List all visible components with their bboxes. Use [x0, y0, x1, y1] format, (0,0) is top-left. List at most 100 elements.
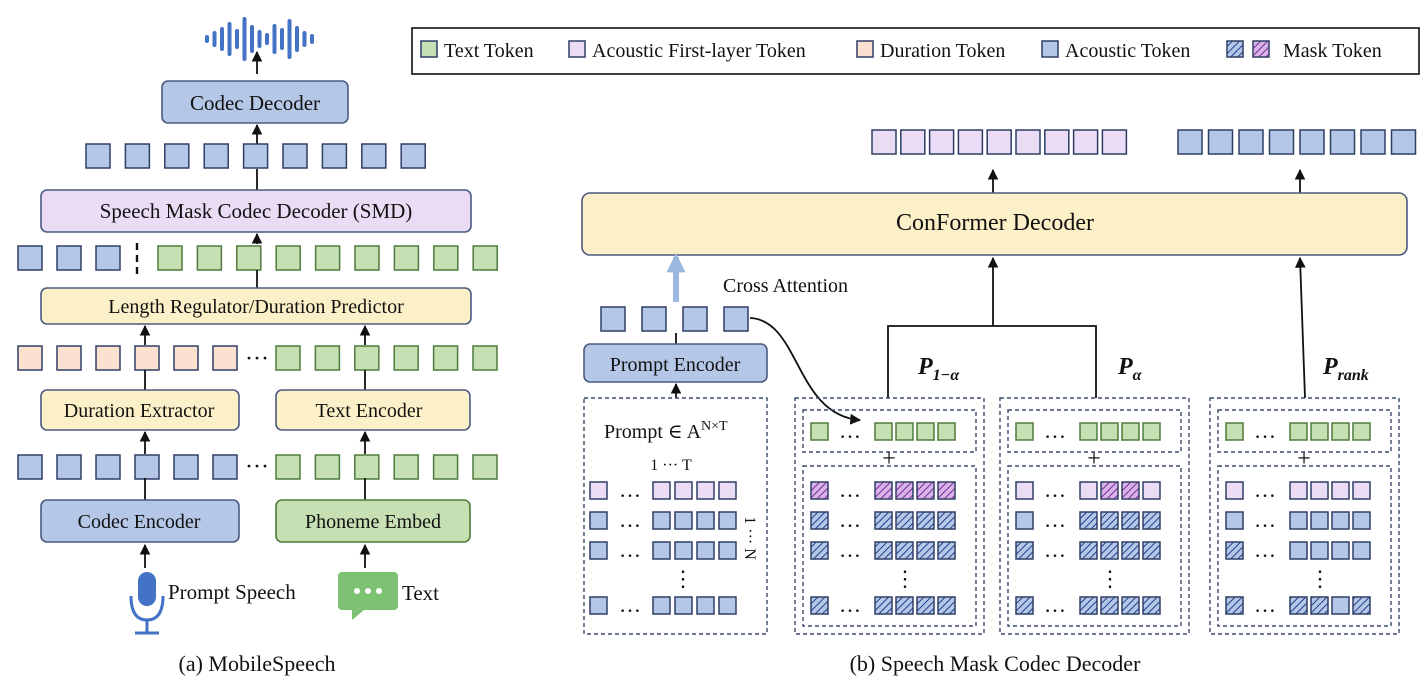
first-token — [589, 481, 608, 500]
ac-token — [652, 541, 671, 560]
maskp-token — [810, 481, 829, 500]
wave-bar — [280, 28, 284, 50]
mask-token — [810, 596, 829, 615]
codec-encoder-label: Codec Encoder — [78, 511, 201, 533]
codec-decoder-label: Codec Decoder — [190, 91, 320, 115]
row-ellipsis: … — [1254, 537, 1276, 562]
first-token — [696, 481, 715, 500]
maskp-token — [874, 481, 893, 500]
legend-swatch-mask-blue — [1226, 40, 1244, 58]
ac-token — [641, 306, 667, 332]
microphone-icon — [129, 572, 165, 635]
ac-token — [652, 511, 671, 530]
ac-token — [718, 511, 737, 530]
conformer-decoder-block — [581, 192, 1408, 256]
ac-token — [212, 454, 238, 480]
text-token — [275, 245, 301, 271]
text-token — [432, 454, 459, 480]
ac-token — [95, 454, 121, 480]
legend-swatch-duration — [856, 40, 874, 58]
panel-p-rank — [1209, 397, 1400, 635]
mask-token — [1079, 511, 1098, 530]
ac-token — [718, 596, 737, 615]
ac-token — [242, 143, 269, 169]
mask-token — [1100, 511, 1119, 530]
text-token — [937, 422, 956, 441]
maskp-token — [1121, 481, 1140, 500]
row-ellipsis: … — [619, 592, 641, 617]
legend-swatch-mask-purple — [1252, 40, 1270, 58]
ac-token — [1331, 511, 1350, 530]
ac-token — [173, 454, 199, 480]
ac-token — [321, 143, 348, 169]
prompt-token-matrix: …………⋮ — [589, 477, 737, 617]
cross-attention-label: Cross Attention — [723, 275, 848, 297]
ac-token — [1268, 129, 1295, 155]
ac-token — [674, 541, 693, 560]
first-token — [957, 129, 984, 155]
mask-token — [1015, 596, 1034, 615]
text-token — [314, 245, 341, 271]
mask-token — [895, 511, 914, 530]
caption-mobilespeech: (a) MobileSpeech — [179, 651, 336, 676]
length-regulator-label: Length Regulator/Duration Predictor — [108, 296, 404, 318]
wave-bar — [257, 30, 262, 48]
mask-token — [1121, 511, 1140, 530]
row-ellipsis: … — [1044, 507, 1066, 532]
text-token — [393, 345, 419, 371]
text-token — [1289, 422, 1308, 441]
dur-token — [134, 345, 160, 371]
ac-token — [696, 511, 715, 530]
mask-token — [1142, 541, 1161, 560]
wave-bar — [235, 29, 239, 49]
text-token — [275, 454, 301, 480]
ac-token — [589, 511, 608, 530]
row-ellipsis: … — [839, 592, 861, 617]
text-token — [1121, 422, 1140, 441]
row-ellipsis: … — [839, 477, 861, 502]
first-token — [1225, 481, 1244, 500]
legend-swatch-text — [420, 40, 438, 58]
p-rank-label: Prank — [1322, 354, 1369, 384]
ac-token — [1352, 511, 1371, 530]
ac-token — [56, 454, 82, 480]
text-token — [1331, 422, 1350, 441]
ac-token — [589, 541, 608, 560]
first-token — [928, 129, 955, 155]
mask-token — [895, 541, 914, 560]
text-token — [433, 245, 459, 271]
text-token — [472, 245, 498, 271]
first-token — [1331, 481, 1350, 500]
wave-bar — [295, 26, 299, 52]
ac-token — [1331, 541, 1350, 560]
ac-token — [1331, 596, 1350, 615]
mask-token — [916, 596, 935, 615]
row-ellipsis: … — [1254, 418, 1276, 443]
ac-token — [361, 143, 387, 169]
mask-token — [874, 511, 893, 530]
wave-bar — [212, 31, 217, 47]
ac-token — [56, 245, 82, 271]
text-input-label: Text — [402, 581, 439, 605]
ac-token — [282, 143, 308, 169]
prompt-encoder-block — [583, 343, 768, 383]
legend-swatch-acoustic — [1041, 40, 1059, 58]
first-token — [1310, 481, 1329, 500]
duration-extractor-label: Duration Extractor — [64, 400, 215, 422]
first-token — [1015, 129, 1041, 155]
first-token — [1101, 129, 1128, 155]
first-token — [900, 129, 926, 155]
dur-token — [56, 345, 82, 371]
dur-token — [212, 345, 238, 371]
ac-token — [652, 596, 671, 615]
mask-token — [1352, 596, 1371, 615]
ac-token — [696, 541, 715, 560]
ac-token — [203, 143, 229, 169]
legend-label-first-layer: Acoustic First-layer Token — [592, 40, 806, 62]
time-axis-label: 1 ··· T — [650, 457, 692, 474]
smd-block — [40, 189, 472, 233]
mask-token — [937, 511, 956, 530]
text-token — [1142, 422, 1161, 441]
ellipsis-mid: ··· — [245, 346, 269, 372]
